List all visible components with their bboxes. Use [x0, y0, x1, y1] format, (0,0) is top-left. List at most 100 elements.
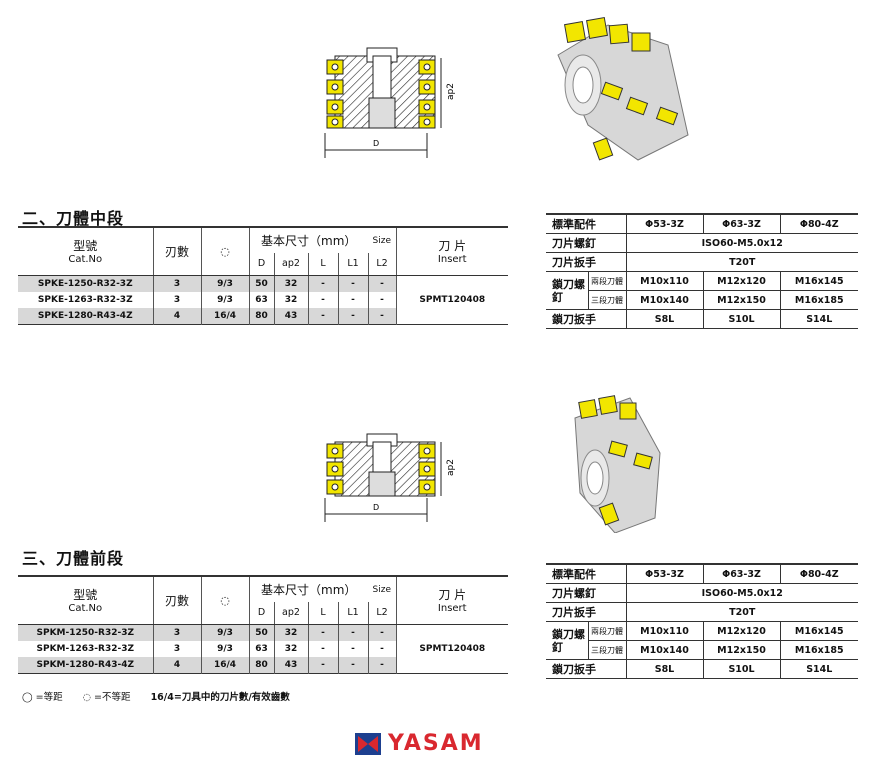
- cell-teeth: 3: [152, 640, 201, 657]
- cell-ap2: 32: [273, 640, 308, 657]
- acc-value: T20T: [625, 602, 858, 622]
- acc-label: 刀片螺釘: [546, 233, 626, 253]
- section-title-front: 三、刀體前段: [22, 549, 125, 568]
- dim-header-L: L: [307, 602, 338, 625]
- cell-teeth: 3: [152, 624, 201, 641]
- unequal-pitch-label: =不等距: [94, 692, 131, 703]
- acc-value: M10x140: [625, 290, 703, 310]
- cell-insert: SPMT120408: [395, 275, 508, 324]
- insert-header-cell: 刀 片 Insert: [395, 576, 508, 625]
- cell-model: SPKM-1280-R43-4Z: [18, 656, 153, 673]
- acc-sublabel: 三段刀體: [587, 290, 626, 310]
- dim-D-label-2: D: [373, 503, 379, 512]
- acc-header-80: Φ80-4Z: [779, 214, 858, 234]
- acc-header-row: 標準配件 Φ53-3Z Φ63-3Z Φ80-4Z: [546, 564, 858, 584]
- acc-label: 鎖刀扳手: [546, 309, 626, 329]
- acc-value: S8L: [625, 309, 703, 329]
- tool-drawing-middle: D ap2: [324, 47, 456, 158]
- cell-ap2: 43: [273, 656, 308, 673]
- table-row: SPKE-1250-R32-3Z 3 9/3 50 32 - - - SPMT1…: [18, 275, 508, 324]
- cell-D: 63: [248, 291, 274, 308]
- acc-value: M10x110: [625, 271, 703, 291]
- insert-header-cell: 刀 片 Insert: [395, 227, 508, 276]
- insert-header-en: Insert: [437, 603, 467, 615]
- cell-ap2: 32: [273, 624, 308, 641]
- tool-drawing-front: D ap2: [324, 433, 456, 522]
- cell-pitch: 16/4: [200, 656, 249, 673]
- insert-header-en: Insert: [437, 254, 467, 266]
- acc-row-insert-screw: 刀片螺釘 ISO60-M5.0x12: [546, 583, 858, 603]
- dim-header-L2: L2: [367, 253, 396, 276]
- acc-header-80: Φ80-4Z: [779, 564, 858, 584]
- cell-pitch: 9/3: [200, 640, 249, 657]
- tool-render-middle: [557, 16, 689, 161]
- cell-L2: -: [367, 656, 396, 673]
- unequal-pitch-icon: ◌: [220, 244, 230, 258]
- table-row: SPKE-1263-R32-3Z 3 9/3 63 32 - - -: [18, 291, 508, 308]
- spec-table-middle: 型號 Cat.No 刃數 ◌ 基本尺寸（mm） Size 刀 片 Insert …: [18, 226, 508, 325]
- acc-row-lock-screw-two: 鎖刀螺釘 兩段刀體 M10x110 M12x120 M16x145: [546, 271, 858, 310]
- dim-header-L2: L2: [367, 602, 396, 625]
- accessory-table-front: 標準配件 Φ53-3Z Φ63-3Z Φ80-4Z 刀片螺釘 ISO60-M5.…: [546, 563, 858, 679]
- cell-model: SPKE-1250-R32-3Z: [18, 275, 153, 292]
- acc-row-lock-wrench: 鎖刀扳手 S8L S10L S14L: [546, 659, 858, 679]
- cell-D: 50: [248, 275, 274, 292]
- cell-model: SPKE-1280-R43-4Z: [18, 307, 153, 324]
- unequal-pitch-icon: ◌: [220, 593, 230, 607]
- acc-label: 刀片螺釘: [546, 583, 626, 603]
- acc-row-insert-wrench: 刀片扳手 T20T: [546, 602, 858, 622]
- cell-L: -: [307, 624, 338, 641]
- acc-header-label: 標準配件: [546, 564, 626, 584]
- size-header: Size: [372, 235, 391, 246]
- table-row: SPKM-1263-R32-3Z 3 9/3 63 32 - - -: [18, 640, 508, 657]
- acc-row-insert-wrench: 刀片扳手 T20T: [546, 252, 858, 272]
- acc-row-lock-screw-two: 鎖刀螺釘 兩段刀體 M10x110 M12x120 M16x145: [546, 621, 858, 660]
- cell-insert: SPMT120408: [395, 624, 508, 673]
- cell-model: SPKM-1250-R32-3Z: [18, 624, 153, 641]
- brand-logo-icon: [355, 733, 381, 755]
- dim-header-ap2: ap2: [273, 253, 308, 276]
- cell-ap2: 43: [273, 307, 308, 324]
- cell-L1: -: [337, 291, 368, 308]
- acc-value: ISO60-M5.0x12: [625, 583, 858, 603]
- cell-L2: -: [367, 291, 396, 308]
- dim-header-D: D: [248, 253, 274, 276]
- acc-header-row: 標準配件 Φ53-3Z Φ63-3Z Φ80-4Z: [546, 214, 858, 234]
- cell-teeth: 3: [152, 291, 201, 308]
- table-row: SPKM-1250-R32-3Z 3 9/3 50 32 - - - SPMT1…: [18, 624, 508, 673]
- cell-L: -: [307, 291, 338, 308]
- acc-row-insert-screw: 刀片螺釘 ISO60-M5.0x12: [546, 233, 858, 253]
- cell-model: SPKE-1263-R32-3Z: [37, 294, 133, 305]
- dim-ap2-label-2: ap2: [446, 459, 456, 476]
- acc-value: M16x145: [779, 271, 858, 291]
- cell-teeth: 3: [152, 275, 201, 292]
- acc-header-63: Φ63-3Z: [702, 214, 780, 234]
- acc-value: S14L: [779, 659, 858, 679]
- cell-L2: -: [367, 640, 396, 657]
- model-header-cell: 型號 Cat.No: [18, 227, 153, 276]
- insert-header-cn: 刀 片: [438, 239, 467, 254]
- cell-pitch: 9/3: [200, 624, 249, 641]
- legend-footnote: ◯ =等距 ◌ =不等距 16/4=刀具中的刀片數/有效齒數: [22, 689, 290, 703]
- insert-header-cn: 刀 片: [438, 588, 467, 603]
- unequal-pitch-icon: ◌: [82, 692, 91, 703]
- acc-value: S8L: [625, 659, 703, 679]
- cell-L1: -: [337, 640, 368, 657]
- basic-size-header: 基本尺寸（mm）: [248, 227, 368, 253]
- acc-value: M16x185: [779, 290, 858, 310]
- table-row: SPKE-1280-R43-4Z 4 16/4 80 43 - - -: [18, 307, 508, 324]
- acc-value: M12x150: [702, 640, 780, 660]
- acc-row-lock-screw-three: 三段刀體 M10x140 M12x150 M16x185: [546, 640, 858, 660]
- acc-sublabel: 兩段刀體: [587, 621, 626, 641]
- acc-label: 刀片扳手: [546, 252, 626, 272]
- cell-D: 80: [248, 656, 274, 673]
- acc-value: M16x185: [779, 640, 858, 660]
- acc-value: M12x120: [702, 621, 780, 641]
- acc-sublabel: 三段刀體: [587, 640, 626, 660]
- acc-sublabel: 兩段刀體: [587, 271, 626, 291]
- section-title-middle: 二、刀體中段: [22, 209, 125, 228]
- acc-value: M10x110: [625, 621, 703, 641]
- basic-size-header: 基本尺寸（mm）: [248, 576, 368, 602]
- cell-L: -: [307, 307, 338, 324]
- acc-value: S10L: [702, 659, 780, 679]
